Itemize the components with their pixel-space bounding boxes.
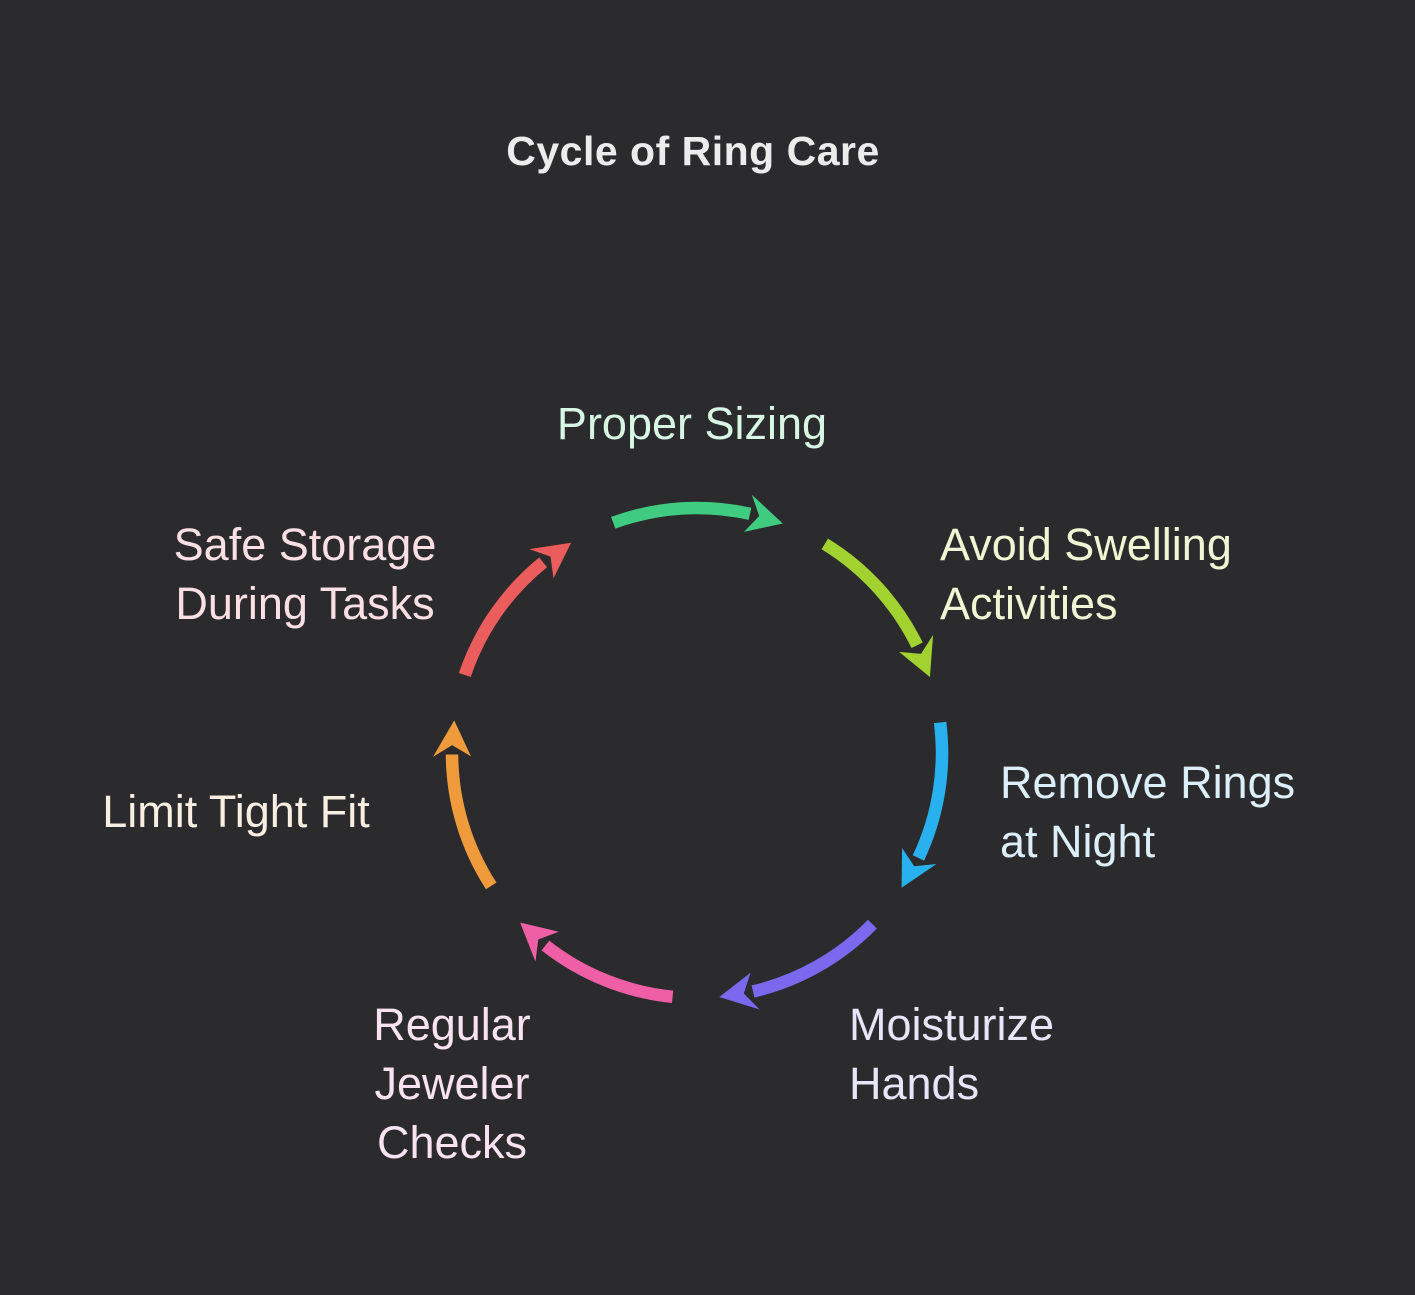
- arrowhead-regular-jeweler-checks: [520, 922, 559, 962]
- arrow-regular-jeweler-checks: [520, 922, 674, 1004]
- arrow-body-proper-sizing: [611, 501, 752, 529]
- arrow-avoid-swelling-activities: [821, 538, 934, 677]
- arrowhead-proper-sizing: [744, 494, 783, 532]
- step-label-limit-tight-fit: Limit Tight Fit: [102, 786, 370, 837]
- arrow-limit-tight-fit: [433, 720, 497, 890]
- arrow-remove-rings-at-night: [901, 721, 949, 888]
- arrow-body-avoid-swelling-activities: [821, 538, 923, 649]
- arrowhead-moisturize-hands: [719, 972, 760, 1010]
- arrow-body-regular-jeweler-checks: [541, 940, 674, 1004]
- arrowhead-limit-tight-fit: [433, 720, 471, 757]
- arrow-body-limit-tight-fit: [445, 754, 497, 890]
- arrow-proper-sizing: [611, 494, 783, 532]
- arrow-body-moisturize-hands: [751, 919, 877, 998]
- arrowhead-avoid-swelling-activities: [899, 634, 934, 677]
- arrowhead-remove-rings-at-night: [901, 848, 937, 888]
- arrow-safe-storage-during-tasks: [458, 542, 572, 678]
- arrow-body-remove-rings-at-night: [912, 721, 949, 861]
- arrowhead-safe-storage-during-tasks: [529, 542, 572, 579]
- arrow-moisturize-hands: [719, 919, 877, 1010]
- step-label-proper-sizing: Proper Sizing: [556, 398, 828, 449]
- arrow-body-safe-storage-during-tasks: [458, 557, 548, 678]
- diagram-title: Cycle of Ring Care: [506, 128, 880, 174]
